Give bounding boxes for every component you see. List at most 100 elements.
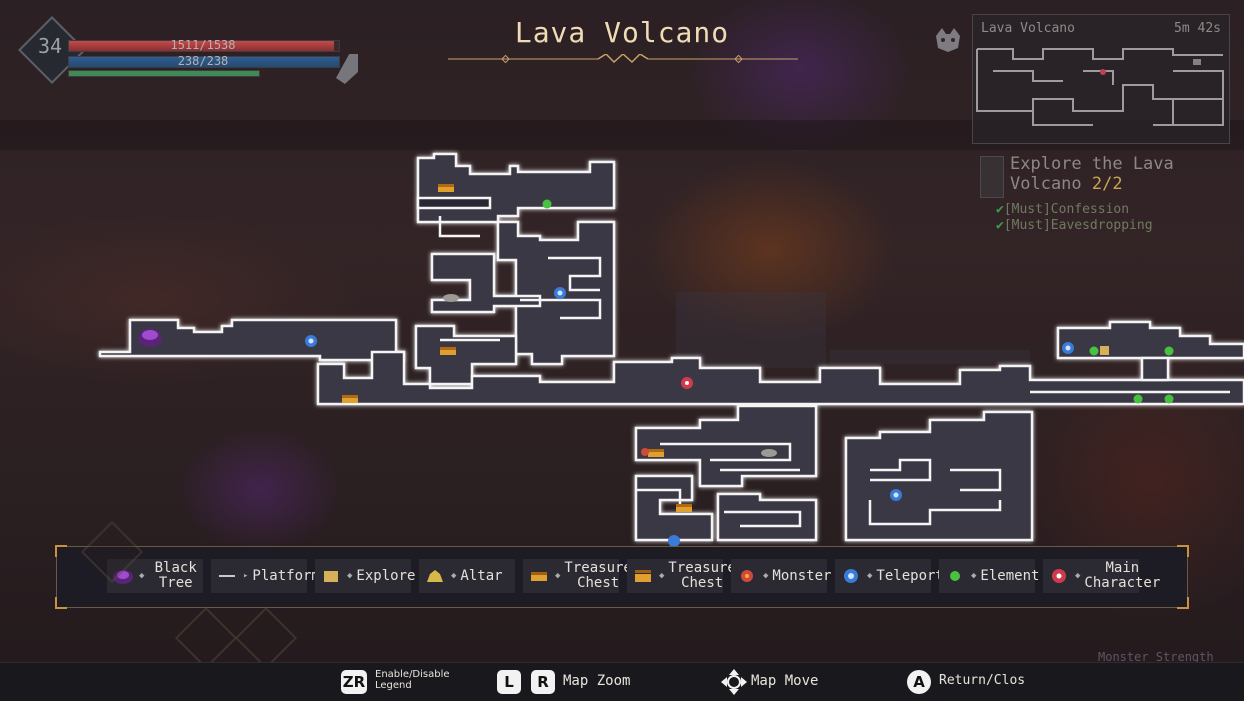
element-icon[interactable] xyxy=(1089,346,1099,356)
teleport-icon[interactable] xyxy=(1062,342,1074,354)
arrow-icon: ◆ xyxy=(971,571,977,581)
map-move-label: Map Move xyxy=(751,673,819,689)
treasure-chest-icon[interactable] xyxy=(676,504,692,512)
player-level: 34 xyxy=(37,34,63,58)
map-room xyxy=(634,404,818,488)
map-room xyxy=(1140,356,1170,382)
zr-button[interactable]: ZR xyxy=(341,670,367,694)
treasure-chest-icon xyxy=(527,565,551,587)
return-close-label: Return/Clos xyxy=(939,673,1026,688)
element-icon[interactable] xyxy=(542,199,552,209)
unexplored-region xyxy=(676,292,1030,368)
legend-item-black-tree[interactable]: ◆ Black Tree xyxy=(107,559,203,593)
legend-item-platform[interactable]: ▸ Platform xyxy=(211,559,320,593)
legend-corner xyxy=(55,545,67,557)
element-icon xyxy=(943,565,967,587)
dpad-icon[interactable] xyxy=(720,668,748,696)
monster-strength-label: Monster Strength xyxy=(1098,650,1214,664)
arrow-icon: ◆ xyxy=(867,571,873,581)
arrow-icon: ◆ xyxy=(1075,571,1081,581)
map-room xyxy=(98,318,406,362)
minimap[interactable]: Lava Volcano 5m 42s xyxy=(972,14,1230,144)
mp-text: 238/238 xyxy=(177,54,229,68)
legend-item-explore[interactable]: ◆ Explore xyxy=(315,559,415,593)
legend-item-treasure-chest[interactable]: ◆ Treasure Chest xyxy=(523,559,632,593)
map-markers xyxy=(138,184,1174,547)
title-ornament xyxy=(448,54,798,64)
arrow-icon: ◆ xyxy=(555,571,561,581)
treasure-chest-icon[interactable] xyxy=(440,347,456,355)
monster-icon xyxy=(735,565,759,587)
platform-icon xyxy=(215,565,239,587)
arrow-icon: ◆ xyxy=(763,571,769,581)
map-zoom-label: Map Zoom xyxy=(563,673,631,689)
teleport-icon[interactable] xyxy=(305,335,317,347)
map-title: Lava Volcano xyxy=(514,16,730,49)
element-icon[interactable] xyxy=(1164,394,1174,404)
legend-item-treasure-chest-open[interactable]: ◆ Treasure Chest xyxy=(627,559,736,593)
minimap-timer: 5m 42s xyxy=(1174,21,1221,36)
map-legend: ◆ Black Tree ▸ Platform ◆ Explore ◆ Alta… xyxy=(55,545,1189,609)
explore-icon[interactable] xyxy=(1100,346,1109,355)
treasure-chest-open-icon xyxy=(631,565,655,587)
treasure-chest-icon[interactable] xyxy=(438,184,454,192)
arrow-icon: ◆ xyxy=(659,571,665,581)
treasure-chest-icon[interactable] xyxy=(342,395,358,403)
map-room xyxy=(316,350,1244,406)
quest-checkbox xyxy=(980,156,1004,198)
mp-bar xyxy=(68,56,340,68)
player-status-hud: 34 1511/1538 238/238 xyxy=(18,16,358,90)
legend-item-altar[interactable]: ◆ Altar xyxy=(419,559,515,593)
explore-icon xyxy=(319,565,343,587)
map-room xyxy=(1056,320,1244,360)
legend-toggle-label: Enable/Disable Legend xyxy=(375,669,450,691)
altar-icon xyxy=(423,565,447,587)
teleport-icon xyxy=(839,565,863,587)
element-icon[interactable] xyxy=(1133,394,1143,404)
quest-subtask: ✔[Must]Eavesdropping xyxy=(996,218,1153,233)
hp-bar xyxy=(68,40,340,52)
xp-bar xyxy=(68,70,260,77)
treasure-chest-icon[interactable] xyxy=(648,449,664,457)
a-button[interactable]: A xyxy=(907,670,931,694)
quest-title-text: Explore the Lava Volcano xyxy=(1010,154,1174,194)
legend-item-main-character[interactable]: ◆ Main Character xyxy=(1043,559,1160,593)
teleport-icon[interactable] xyxy=(890,489,902,501)
check-icon: ✔ xyxy=(996,202,1004,217)
quest-title: Explore the Lava Volcano 2/2 xyxy=(1010,154,1240,194)
map-room xyxy=(416,196,492,210)
teleport-icon[interactable] xyxy=(668,535,680,547)
area-map[interactable] xyxy=(0,0,1244,560)
black-tree-icon xyxy=(111,565,135,587)
map-room xyxy=(844,410,1034,542)
monster-icon[interactable] xyxy=(641,448,649,456)
legend-item-element[interactable]: ◆ Element xyxy=(939,559,1039,593)
arrow-icon: ◆ xyxy=(451,571,457,581)
element-icon[interactable] xyxy=(1164,346,1174,356)
legend-item-monster[interactable]: ◆ Monster xyxy=(731,559,831,593)
minimap-area-name: Lava Volcano xyxy=(981,21,1075,36)
quest-subtask: ✔[Must]Confession xyxy=(996,202,1130,217)
legend-item-teleport[interactable]: ◆ Teleport xyxy=(835,559,944,593)
altar-icon[interactable] xyxy=(443,294,459,302)
teleport-icon[interactable] xyxy=(554,287,566,299)
main-character-icon[interactable] xyxy=(681,377,693,389)
altar-icon[interactable] xyxy=(761,449,777,457)
arrow-icon: ▸ xyxy=(243,571,249,581)
map-room xyxy=(634,474,714,542)
legend-corner xyxy=(1177,545,1189,557)
r-button[interactable]: R xyxy=(531,670,555,694)
quest-count: 2/2 xyxy=(1091,174,1123,194)
map-room xyxy=(430,252,542,314)
companion-icon xyxy=(936,28,960,52)
l-button[interactable]: L xyxy=(497,670,521,694)
legend-corner xyxy=(1177,597,1189,609)
arrow-icon: ◆ xyxy=(347,571,353,581)
controls-bar: ZR Enable/Disable Legend L R Map Zoom Ma… xyxy=(0,662,1244,701)
black-tree-icon[interactable] xyxy=(138,329,162,347)
arrow-icon: ◆ xyxy=(139,571,145,581)
map-room xyxy=(716,492,818,542)
minimap-layout xyxy=(976,48,1224,126)
main-character-icon xyxy=(1047,565,1071,587)
check-icon: ✔ xyxy=(996,218,1004,233)
